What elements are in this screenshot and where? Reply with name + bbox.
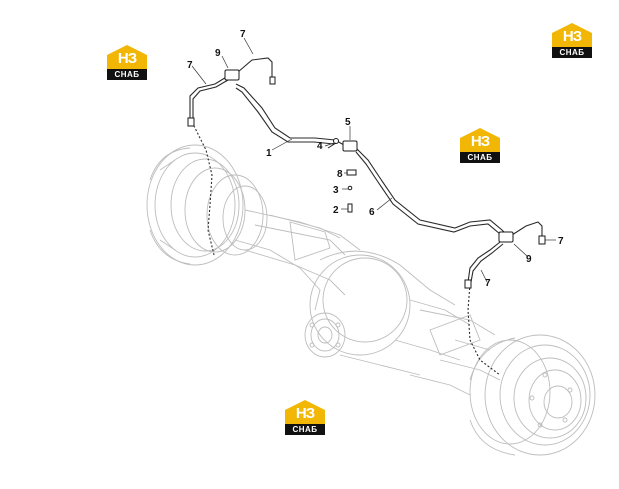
brand-logo-watermark: НЗ СНАБ [552, 23, 592, 59]
washer-3 [347, 185, 353, 191]
callout-7-left: 7 [187, 60, 193, 71]
tee-fitting-9-right [498, 231, 514, 243]
callout-7-top: 7 [240, 29, 246, 40]
callout-2: 2 [333, 205, 339, 216]
callout-labels: 7 9 7 1 4 5 8 3 2 6 7 9 7 [187, 29, 564, 289]
callout-6: 6 [369, 207, 375, 218]
brake-pipe-7-left-top-parallel [192, 79, 229, 120]
brake-pipe-1 [235, 83, 345, 146]
brake-pipe-hidden-right [467, 283, 501, 376]
tee-fitting-5 [342, 140, 358, 152]
brake-pipe-7-right-lower-parallel [470, 243, 504, 283]
differential-housing [304, 250, 471, 376]
logo-bar [107, 69, 147, 80]
brake-pipe-1-parallel [235, 87, 335, 145]
logo-top-text: НЗ [117, 50, 137, 67]
callout-9-right: 9 [526, 254, 532, 265]
bolt-4-stem [327, 142, 337, 149]
logo-house-icon [107, 45, 147, 69]
callout-4: 4 [317, 141, 323, 152]
brake-pipe-7-right-lower [467, 241, 501, 283]
hose-end-left [187, 117, 195, 127]
logo-bottom-text: СНАБ [559, 48, 585, 57]
logo-bottom-text: СНАБ [467, 153, 493, 162]
bolt-2 [347, 203, 353, 213]
brake-lines [189, 57, 543, 376]
tee-fitting-9-top [224, 69, 240, 81]
right-axle-housing [409, 309, 501, 396]
connector-4 [333, 138, 339, 144]
fittings [187, 69, 546, 289]
brake-pipe-6-parallel [355, 151, 501, 235]
brake-pipe-7-left-top [189, 75, 229, 120]
logo-bottom-text: СНАБ [114, 70, 140, 79]
brand-logo-watermark: НЗ СНАБ [460, 128, 500, 164]
logo-top-text: НЗ [470, 133, 490, 150]
callout-8: 8 [337, 169, 343, 180]
logo-bar [285, 424, 325, 435]
bracket-8 [346, 169, 357, 176]
logo-bar [552, 47, 592, 58]
hose-end-right-lower [464, 279, 472, 289]
brake-pipe-hidden-left [191, 121, 215, 256]
brand-logo-watermark: НЗ СНАБ [285, 400, 325, 436]
callout-7-right-lower: 7 [485, 278, 491, 289]
logo-house-icon [552, 23, 592, 47]
logo-top-text: НЗ [562, 28, 582, 45]
callout-3: 3 [333, 185, 339, 196]
callout-1: 1 [266, 148, 272, 159]
logo-top-text: НЗ [295, 405, 315, 422]
right-wheel-hub [469, 334, 596, 456]
hose-end-top [269, 76, 276, 85]
logo-house-icon [285, 400, 325, 424]
left-axle-housing [234, 209, 361, 311]
left-wheel-hub [146, 144, 268, 266]
callout-7-right: 7 [558, 236, 564, 247]
logo-house-icon [460, 128, 500, 152]
brake-pipe-6 [355, 147, 509, 237]
leader-lines [191, 37, 556, 283]
brand-logo-watermark: НЗ СНАБ [107, 45, 147, 81]
brake-pipe-7-top [237, 57, 273, 80]
callout-9-top: 9 [215, 48, 221, 59]
hose-end-right [538, 235, 546, 245]
axle-assembly [146, 144, 596, 456]
logo-bottom-text: СНАБ [292, 425, 318, 434]
brake-pipe-7-right [511, 221, 543, 240]
callout-5: 5 [345, 117, 351, 128]
logo-bar [460, 152, 500, 163]
